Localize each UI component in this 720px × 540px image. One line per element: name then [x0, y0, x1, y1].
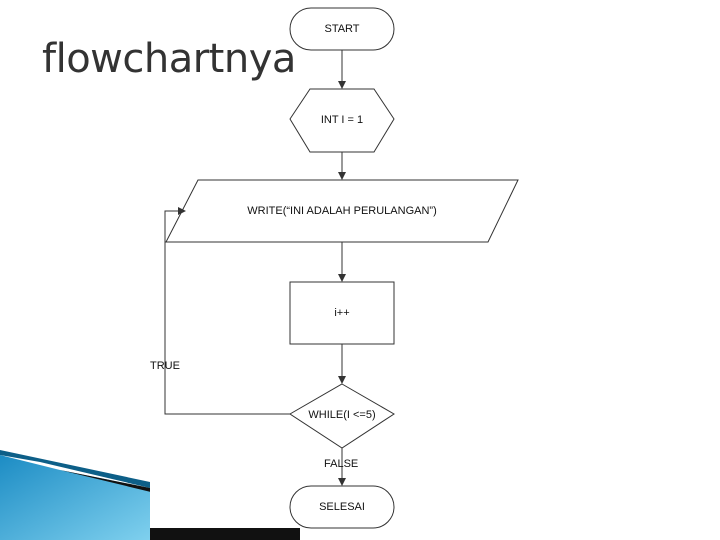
slide-title: flowchartnya: [42, 36, 296, 82]
loop-true-line: [164, 207, 290, 415]
end-label: SELESAI: [319, 501, 365, 513]
start-label: START: [324, 23, 360, 35]
false-label: FALSE: [324, 458, 359, 470]
white-overlay: [150, 488, 300, 528]
increment-label: i++: [334, 307, 350, 319]
true-label: TRUE: [150, 360, 180, 372]
write-parallelogram: [165, 179, 519, 243]
init-hexagon: [289, 88, 395, 153]
init-label: INT I = 1: [320, 114, 364, 126]
end-terminator: [289, 485, 395, 529]
write-label: WRITE(“INI ADALAH PERULANGAN”): [247, 205, 437, 217]
decision-label: WHILE(I <=5): [308, 409, 376, 421]
